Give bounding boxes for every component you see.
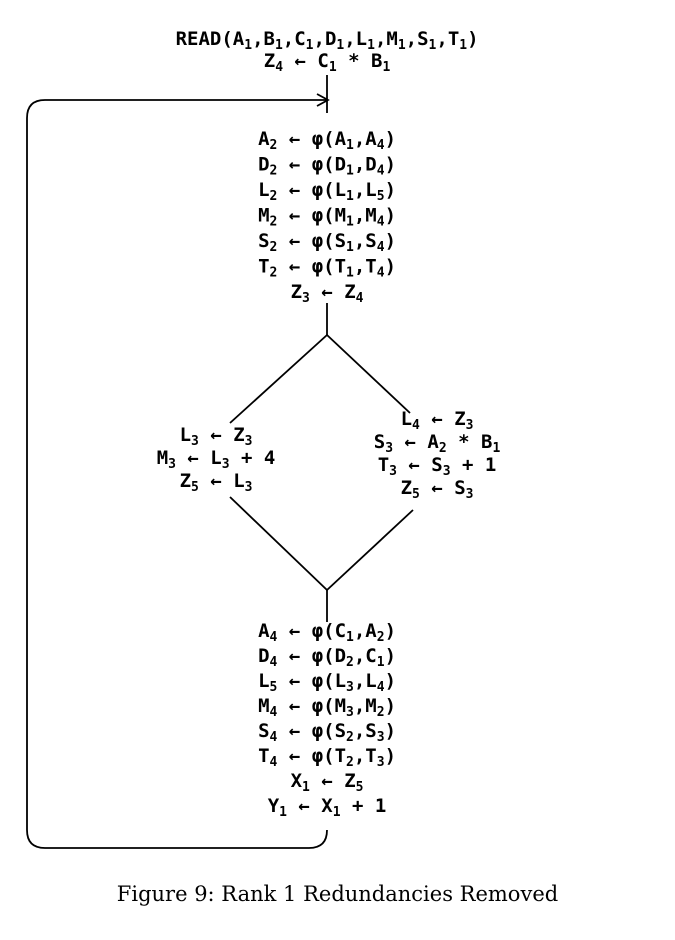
- entry-line: READ(A1,B1,C1,D1,L1,M1,S1,T1): [176, 28, 479, 53]
- loop-header-line: A2 ← φ(A1,A4): [258, 128, 396, 153]
- join-line: D4 ← φ(D2,C1): [258, 645, 396, 670]
- left-branch-line: L3 ← Z3: [180, 424, 253, 449]
- join-line: L5 ← φ(L3,L4): [258, 670, 396, 695]
- join-line: M4 ← φ(M3,M2): [258, 695, 396, 720]
- entry-line: Z4 ← C1 * B1: [264, 50, 391, 75]
- right-branch-line: S3 ← A2 * B1: [374, 431, 501, 456]
- join-line: S4 ← φ(S2,S3): [258, 720, 396, 745]
- edge-left-branch-to-join: [229, 496, 328, 591]
- edge-header-to-left-branch: [229, 334, 328, 424]
- right-branch-line: T3 ← S3 + 1: [378, 454, 497, 479]
- control-flow-graph: READ(A1,B1,C1,D1,L1,M1,S1,T1)Z4 ← C1 * B…: [26, 28, 501, 849]
- loop-header-line: T2 ← φ(T1,T4): [258, 256, 396, 281]
- loop-header-block: A2 ← φ(A1,A4)D2 ← φ(D1,D4)L2 ← φ(L1,L5)M…: [258, 128, 396, 306]
- join-line: A4 ← φ(C1,A2): [258, 620, 396, 645]
- loop-back-arrowhead: [316, 93, 330, 107]
- right-branch-line: L4 ← Z3: [401, 408, 474, 433]
- edge-right-branch-to-join: [326, 509, 414, 591]
- entry-block: READ(A1,B1,C1,D1,L1,M1,S1,T1)Z4 ← C1 * B…: [176, 28, 479, 75]
- figure-caption: Figure 9: Rank 1 Redundancies Removed: [116, 882, 559, 906]
- loop-header-line: D2 ← φ(D1,D4): [258, 154, 396, 179]
- edge-header-to-right-branch: [326, 334, 411, 414]
- left-branch-line: M3 ← L3 + 4: [157, 447, 276, 472]
- loop-header-line: Z3 ← Z4: [291, 281, 364, 306]
- loop-header-line: L2 ← φ(L1,L5): [258, 179, 396, 204]
- left-branch-line: Z5 ← L3: [180, 470, 253, 495]
- right-branch-line: Z5 ← S3: [401, 477, 474, 502]
- join-line: T4 ← φ(T2,T3): [258, 745, 396, 770]
- loop-back-edge: [26, 99, 328, 849]
- join-block: A4 ← φ(C1,A2)D4 ← φ(D2,C1)L5 ← φ(L3,L4)M…: [258, 620, 396, 820]
- join-line: Y1 ← X1 + 1: [268, 795, 387, 820]
- loop-header-line: M2 ← φ(M1,M4): [258, 205, 396, 230]
- join-line: X1 ← Z5: [291, 770, 364, 795]
- loop-header-line: S2 ← φ(S1,S4): [258, 230, 396, 255]
